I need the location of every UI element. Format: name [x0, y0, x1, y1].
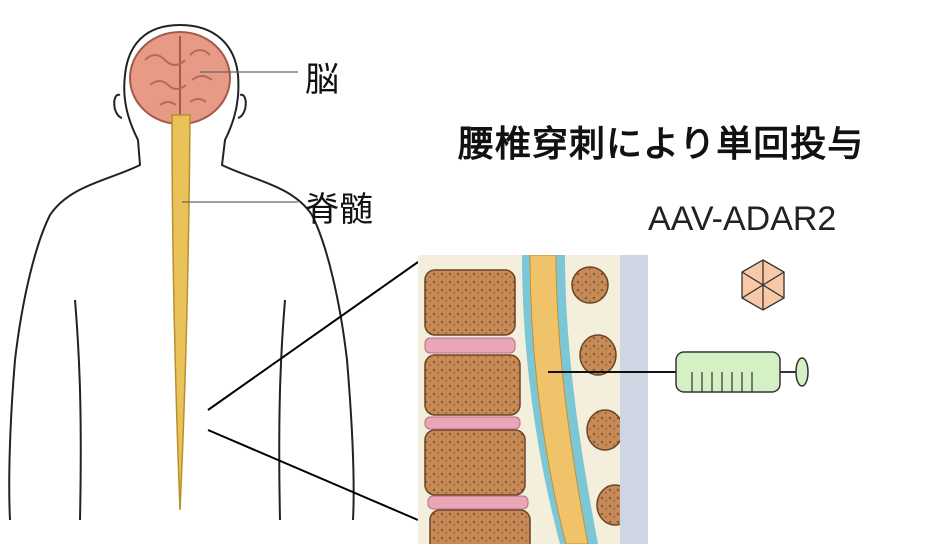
- brain-label: 脳: [305, 52, 339, 101]
- spine-cross-section: [418, 255, 650, 544]
- spinal-cord-icon: [172, 115, 190, 510]
- procedure-title: 腰椎穿刺により単回投与: [458, 115, 864, 167]
- zoom-lines: [208, 262, 418, 520]
- brain-icon: [130, 32, 230, 124]
- spinal-cord-label: 脊髄: [305, 182, 373, 231]
- aav-capsid-icon: [742, 260, 784, 310]
- vector-label: AAV-ADAR2: [648, 200, 836, 239]
